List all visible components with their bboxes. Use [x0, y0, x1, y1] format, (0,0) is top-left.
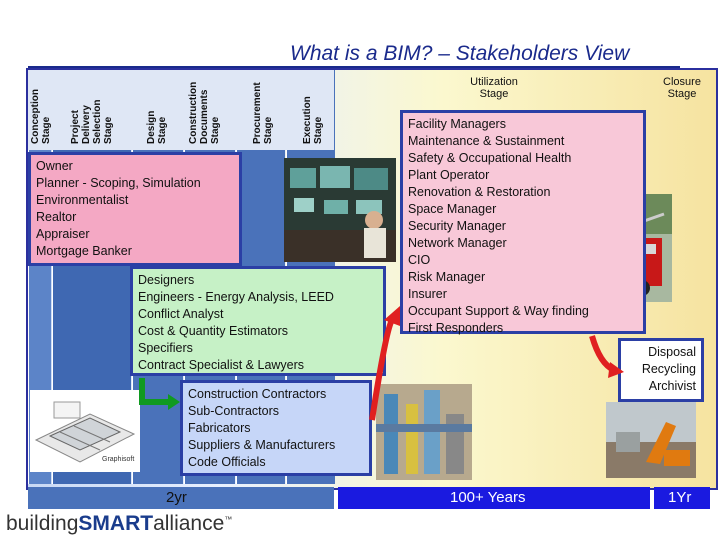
green-arrow-left — [142, 378, 168, 402]
red-arrow-up — [372, 320, 392, 420]
logo-trademark: ™ — [224, 515, 232, 524]
logo-alliance: alliance — [153, 512, 224, 535]
buildingsmart-alliance-logo: buildingSMARTalliance™ — [6, 512, 232, 536]
timeline-label-2yr: 2yr — [166, 489, 187, 506]
timeline-label-1yr: 1Yr — [668, 489, 691, 506]
logo-building: building — [6, 512, 78, 535]
red-arrow-up-head — [384, 306, 400, 326]
timeline-label-100-years: 100+ Years — [450, 489, 526, 506]
logo-smart: SMART — [78, 512, 153, 535]
green-arrow-left-head — [168, 394, 180, 410]
red-arrow-right-head — [608, 362, 624, 378]
